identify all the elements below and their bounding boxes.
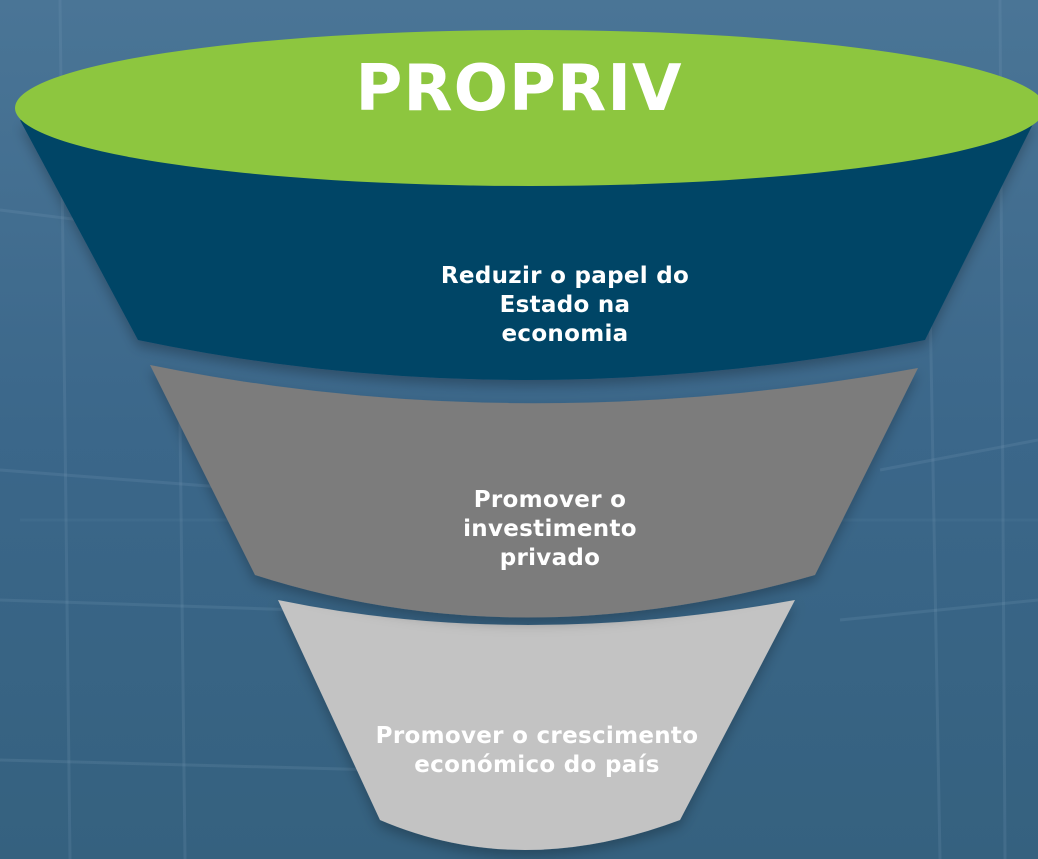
funnel-title: PROPRIV bbox=[355, 52, 683, 126]
funnel-level-1 bbox=[20, 120, 1035, 380]
level-1-label: Reduzir o papel do Estado na economia bbox=[440, 263, 690, 348]
funnel-level-2 bbox=[150, 365, 918, 618]
funnel-level-3 bbox=[278, 600, 795, 850]
level-2-label: Promover o investimento privado bbox=[463, 487, 637, 572]
level-3-label: Promover o crescimento económico do país bbox=[375, 723, 699, 779]
funnel-top-ellipse bbox=[15, 30, 1038, 186]
funnel-top-highlight bbox=[110, 170, 950, 190]
